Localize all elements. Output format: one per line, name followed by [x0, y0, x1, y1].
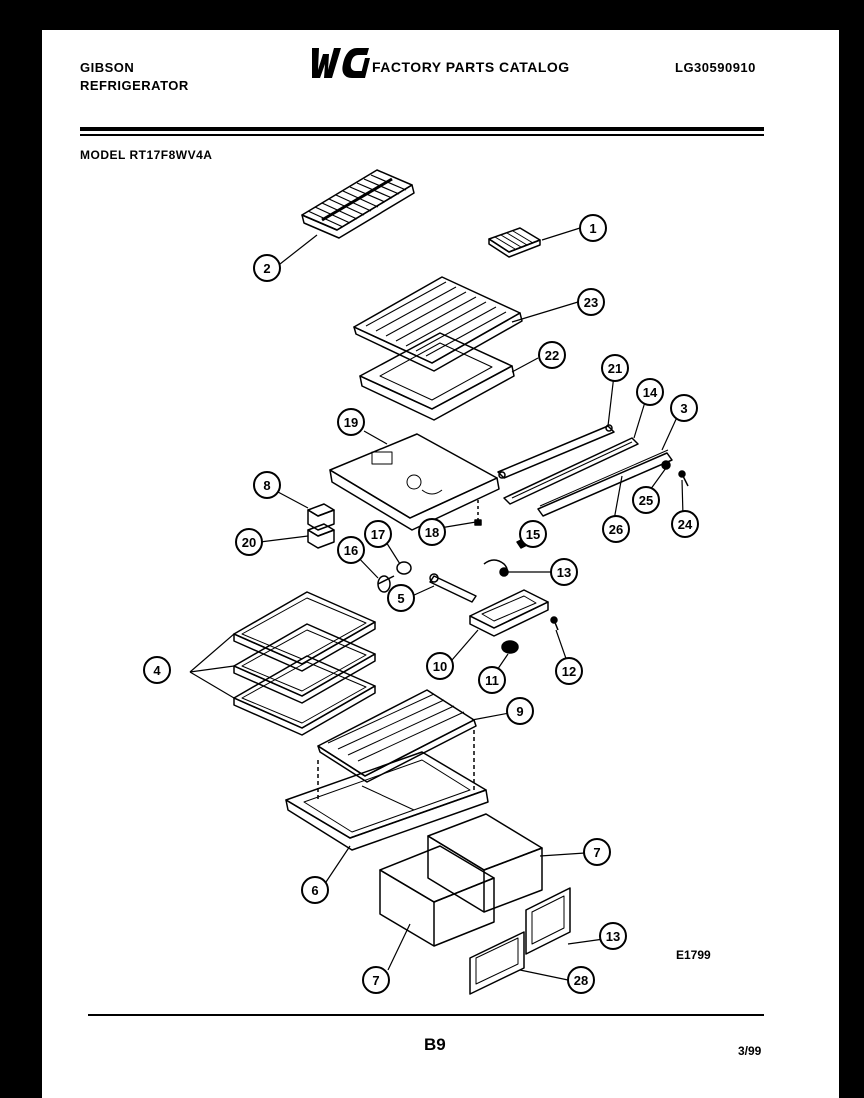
- part-2-wire-shelf: [301, 169, 415, 239]
- callout-19: 18: [425, 525, 439, 540]
- callout-26: 25: [639, 493, 653, 508]
- callout-21: 20: [242, 535, 256, 550]
- exploded-parts-diagram: 1 2 23 22 21 14 3 19 8 25 24 26 18 20 17…: [143, 169, 699, 995]
- model-number: MODEL RT17F8WV4A: [80, 148, 213, 162]
- callout-24: 23: [584, 295, 598, 310]
- part-22-rail: [497, 424, 615, 479]
- callout-4: 4: [153, 663, 161, 678]
- revision-date: 3/99: [738, 1044, 762, 1058]
- part-6-crisper-frame: [285, 730, 489, 851]
- callout-14: 13: [557, 565, 571, 580]
- callout-23: 22: [545, 348, 559, 363]
- part-17-knob: [377, 575, 395, 593]
- callout-22: 21: [608, 361, 622, 376]
- part-14-sensor-tube: [483, 559, 509, 577]
- callout-6: 6: [311, 883, 318, 898]
- callout-2: 2: [263, 261, 270, 276]
- part-11-knob: [501, 640, 519, 654]
- catalog-title: FACTORY PARTS CATALOG: [372, 59, 570, 75]
- callout-12: 12: [562, 664, 576, 679]
- part-28-drawer-front: [469, 931, 525, 995]
- callout-15: 14: [643, 385, 658, 400]
- part-25-screw: [678, 470, 689, 487]
- catalog-page: GIBSON REFRIGERATOR FACTORY PARTS CATALO…: [42, 30, 839, 1098]
- part-18-knob-cap: [396, 561, 412, 575]
- callout-28: 28: [574, 973, 588, 988]
- callout-3: 3: [680, 401, 687, 416]
- callout-17: 16: [344, 543, 358, 558]
- callout-16: 15: [526, 527, 540, 542]
- brand-name: GIBSON: [80, 60, 135, 75]
- part-4-shelf-1: [233, 591, 376, 672]
- footer-rule: [88, 1014, 764, 1016]
- callout-7-rear: 7: [593, 845, 600, 860]
- part-1-small-rack: [488, 227, 541, 258]
- part-26-screw: [661, 460, 671, 470]
- callout-13: 13: [606, 929, 620, 944]
- part-27-rail: [539, 449, 669, 507]
- part-19-clip: [474, 500, 482, 526]
- page-number: B9: [424, 1035, 446, 1054]
- callout-10: 10: [433, 659, 447, 674]
- callout-27: 26: [609, 522, 623, 537]
- part-7-drawer-front: [379, 845, 495, 947]
- callout-25: 24: [678, 517, 693, 532]
- part-24-shelf-top: [353, 276, 523, 372]
- callout-11: 11: [485, 673, 499, 688]
- part-4-shelf-2: [233, 623, 376, 704]
- product-type: REFRIGERATOR: [80, 78, 189, 93]
- catalog-number: LG30590910: [675, 60, 756, 75]
- part-8-light-socket: [307, 503, 335, 531]
- part-12-screw: [550, 616, 559, 631]
- callout-8: 8: [263, 478, 270, 493]
- wci-logo: [312, 48, 370, 78]
- callout-20: 19: [344, 415, 358, 430]
- diagram-reference-code: E1799: [676, 948, 711, 962]
- header-rule: [80, 127, 764, 131]
- callout-7-front: 7: [372, 973, 379, 988]
- part-4-shelf-3: [233, 655, 376, 736]
- part-5-shaft: [429, 573, 477, 603]
- part-3-rail-bracket: [537, 452, 673, 517]
- part-20-control-housing: [329, 433, 500, 531]
- part-9-crisper-cover: [317, 689, 477, 783]
- part-7-drawer-rear: [427, 813, 543, 913]
- part-10-control-box: [469, 589, 549, 637]
- callout-18: 17: [371, 527, 385, 542]
- callout-1: 1: [589, 221, 596, 236]
- callout-5: 5: [397, 591, 404, 606]
- part-21-switch: [307, 523, 335, 549]
- header-rule-thin: [80, 134, 764, 136]
- part-15-rail: [503, 437, 639, 505]
- callout-9: 9: [516, 704, 523, 719]
- part-23-shelf-frame: [359, 332, 515, 421]
- part-13-drawer-front: [525, 887, 571, 955]
